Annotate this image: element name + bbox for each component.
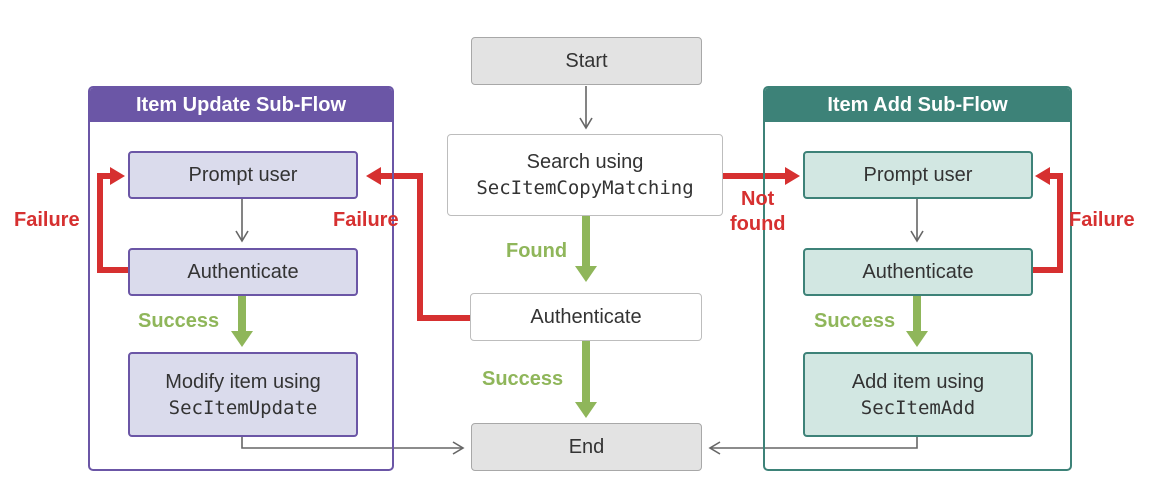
arrow-main-failure [381, 173, 470, 321]
arrow-add-success [906, 296, 928, 347]
arrow-success-main [575, 340, 597, 418]
add-success-label: Success [814, 310, 896, 332]
update-failure-label: Failure [14, 209, 80, 231]
arrow-update-failure-head [110, 167, 125, 185]
add-authenticate-node: Authenticate [803, 248, 1033, 296]
not-found-label-line2: found [730, 213, 786, 235]
arrow-update-failure [97, 173, 128, 273]
arrow-additem-to-end [708, 437, 918, 455]
authenticate-main-label: Authenticate [530, 306, 642, 328]
main-success-label: Success [482, 368, 564, 390]
search-node: Search using SecItemCopyMatching [447, 134, 723, 216]
update-prompt-user-label: Prompt user [188, 164, 298, 186]
main-failure-label: Failure [333, 209, 399, 231]
end-label: End [568, 436, 605, 458]
search-label-api: SecItemCopyMatching [476, 177, 694, 199]
add-prompt-user-node: Prompt user [803, 151, 1033, 199]
not-found-label-line1: Not [741, 188, 775, 210]
modify-item-label-api: SecItemUpdate [168, 396, 318, 419]
item-add-subflow-title: Item Add Sub-Flow [765, 88, 1070, 122]
found-label: Found [506, 240, 568, 262]
start-label: Start [565, 50, 608, 72]
arrow-add-failure-head [1035, 167, 1050, 185]
arrow-not-found-head [785, 167, 800, 185]
update-success-label: Success [138, 310, 220, 332]
arrow-add-failure [1033, 173, 1063, 273]
start-node: Start [471, 37, 702, 85]
add-authenticate-label: Authenticate [862, 261, 974, 283]
arrow-update-success [231, 296, 253, 347]
arrow-main-failure-head [366, 167, 381, 185]
add-item-label-api: SecItemAdd [860, 396, 976, 419]
item-update-subflow-title: Item Update Sub-Flow [90, 88, 392, 122]
item-add-subflow-panel: Item Add Sub-Flow [763, 86, 1072, 471]
update-prompt-user-node: Prompt user [128, 151, 358, 199]
add-item-label-line1: Add item using [851, 370, 985, 393]
modify-item-node: Modify item using SecItemUpdate [128, 352, 358, 437]
item-update-subflow-panel: Item Update Sub-Flow [88, 86, 394, 471]
search-label-line1: Search using [526, 151, 644, 173]
add-failure-label: Failure [1069, 209, 1135, 231]
add-prompt-user-label: Prompt user [863, 164, 973, 186]
arrow-found [575, 215, 597, 282]
authenticate-main-node: Authenticate [470, 293, 702, 341]
add-item-node: Add item using SecItemAdd [803, 352, 1033, 437]
update-authenticate-node: Authenticate [128, 248, 358, 296]
arrow-modify-to-end [241, 437, 465, 455]
update-authenticate-label: Authenticate [187, 261, 299, 283]
end-node: End [471, 423, 702, 471]
modify-item-label-line1: Modify item using [165, 370, 321, 393]
